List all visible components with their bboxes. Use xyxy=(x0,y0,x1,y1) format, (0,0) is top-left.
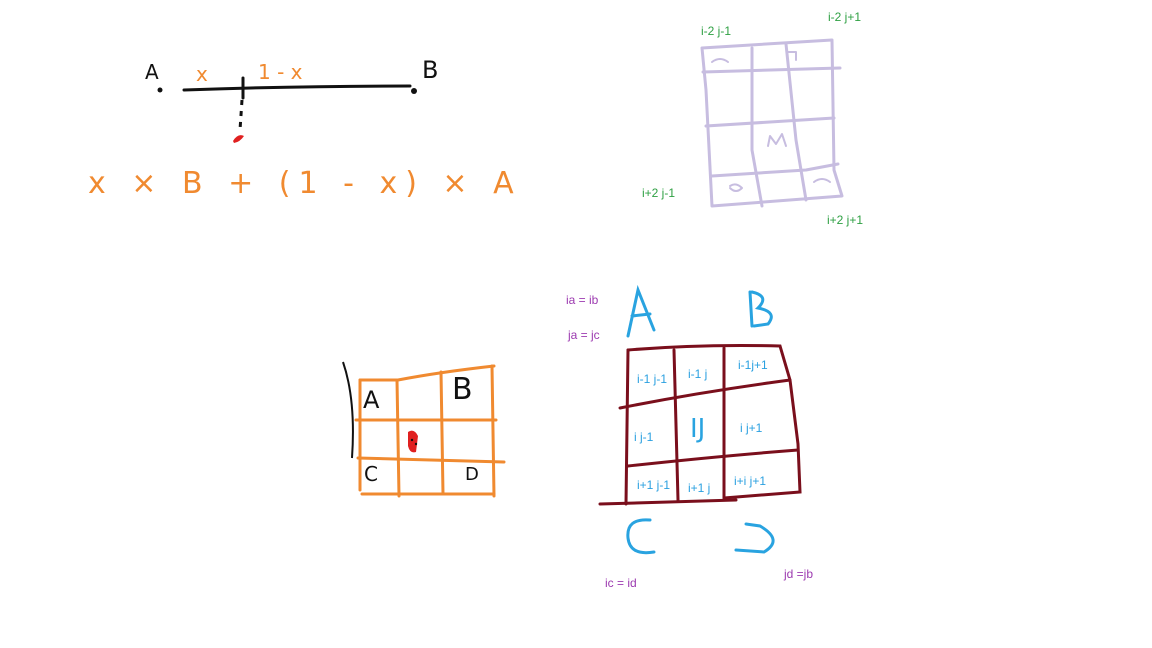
maroon-grid xyxy=(598,344,802,506)
note-ia-ib: ia = ib xyxy=(566,293,599,307)
corner-d-label: D xyxy=(750,530,751,531)
maroon-grid-vline xyxy=(624,348,630,506)
orange-label-a: A xyxy=(363,386,380,414)
orange-label-d: D xyxy=(465,464,479,485)
glyph-a-strokes xyxy=(626,284,656,338)
lavender-grid-outline xyxy=(700,38,844,208)
black-curve xyxy=(342,361,354,459)
cell-label: i+1 j xyxy=(688,481,711,495)
lavender-mark xyxy=(787,51,797,61)
lavender-mark xyxy=(729,183,743,192)
interpolation-formula: x × B + (1 - x) × A xyxy=(88,166,522,201)
center-cell-label: IJ xyxy=(690,414,706,444)
cell-label: i j-1 xyxy=(634,430,654,444)
corner-c-label: C xyxy=(634,530,635,531)
lavender-grid-hline xyxy=(704,116,836,128)
orange-grid-hline xyxy=(356,456,506,464)
lavender-label-top-left: i-2 j-1 xyxy=(701,24,732,38)
label-b: B xyxy=(422,56,439,84)
blue-corner-glyphs xyxy=(626,284,775,555)
red-point-mark xyxy=(233,135,244,143)
lavender-grid-vline xyxy=(784,42,808,202)
orange-grid xyxy=(354,364,506,498)
lavender-mark xyxy=(813,178,831,183)
orange-label-c: C xyxy=(364,462,378,486)
corner-b-label: B xyxy=(756,300,757,301)
point-b-dot xyxy=(411,88,417,94)
maroon-grid-vline xyxy=(672,348,680,502)
label-one-minus-x: 1 - x xyxy=(258,60,303,84)
lavender-label-bottom-left: i+2 j-1 xyxy=(642,186,676,200)
maroon-grid-hline xyxy=(598,498,738,506)
cell-label: i j+1 xyxy=(740,421,763,435)
glyph-d-strokes xyxy=(734,522,775,554)
blob-dot xyxy=(414,442,418,446)
maroon-grid-outline xyxy=(626,344,802,500)
cell-label: i-1j+1 xyxy=(738,358,768,372)
maroon-grid-hline xyxy=(618,378,792,410)
cell-label: i+1 j-1 xyxy=(637,478,671,492)
orange-grid-vline xyxy=(439,370,445,496)
cell-label: i+i j+1 xyxy=(734,474,767,488)
segment-dashed-drop xyxy=(238,99,244,131)
orange-label-b: B xyxy=(452,372,473,407)
cell-label: i-1 j-1 xyxy=(637,372,668,386)
note-jd-jb: jd =jb xyxy=(784,567,814,581)
orange-grid-hline xyxy=(358,364,496,382)
lavender-grid-hline xyxy=(701,66,842,74)
blob-dot xyxy=(410,438,414,442)
point-a-dot xyxy=(157,87,163,93)
note-ic-id: ic = id xyxy=(605,576,637,590)
segment-line xyxy=(182,84,412,92)
glyph-c-strokes xyxy=(626,518,656,555)
orange-grid-vline xyxy=(490,364,496,498)
lavender-grid-hline xyxy=(710,162,840,178)
maroon-grid-hline xyxy=(626,448,800,468)
corner-a-label: A xyxy=(633,300,634,301)
note-ja-jc: ja = jc xyxy=(568,328,600,342)
cell-label: i-1 j xyxy=(688,367,708,381)
orange-grid-vline xyxy=(395,378,401,498)
interpolation-segment xyxy=(157,76,417,143)
label-a: A xyxy=(145,60,159,84)
lavender-mark xyxy=(711,58,729,63)
lavender-grid-vline xyxy=(750,46,764,208)
lavender-grid xyxy=(700,38,844,208)
label-x: x xyxy=(196,62,208,86)
red-blob xyxy=(408,430,418,453)
lavender-label-top-right: i-2 j+1 xyxy=(828,10,862,24)
lavender-mark xyxy=(767,133,787,147)
lavender-label-bottom-right: i+2 j+1 xyxy=(827,213,864,227)
glyph-b-strokes xyxy=(748,290,773,328)
